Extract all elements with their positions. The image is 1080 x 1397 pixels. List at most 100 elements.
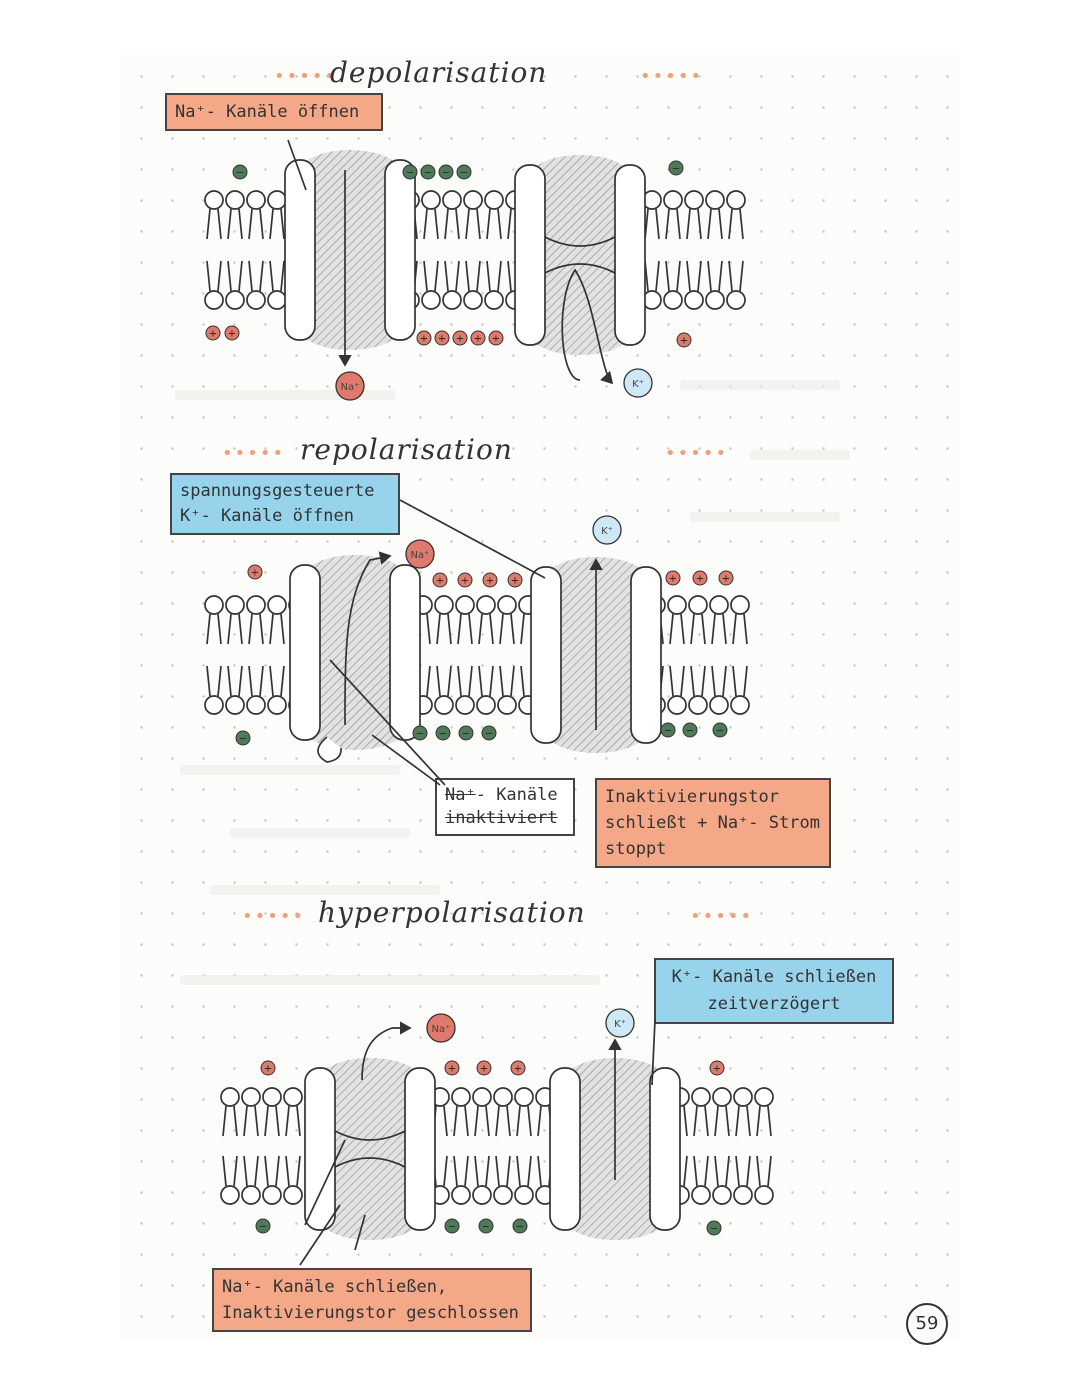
negative-ion — [458, 725, 474, 741]
phospholipid-head — [262, 1087, 282, 1107]
phospholipid-tail — [248, 260, 264, 292]
bleed-through-text — [750, 450, 850, 460]
ion-label-text: Na⁺ — [411, 550, 430, 561]
bleed-through-text — [175, 390, 395, 400]
phospholipid-head — [484, 190, 504, 210]
na-path-arrow — [344, 551, 392, 726]
phospholipid-tail — [465, 260, 481, 292]
phospholipid-head — [442, 290, 462, 310]
inactivation-gate — [317, 736, 342, 763]
phospholipid-head — [262, 1185, 282, 1205]
ion-charge-sign: − — [664, 726, 672, 737]
na-inactive-line-1: Na⁺- Kanäle — [445, 784, 565, 807]
phospholipid-head — [476, 695, 496, 715]
ion-charge-sign: − — [516, 1222, 524, 1233]
phospholipid-head — [455, 595, 475, 615]
positive-ion — [444, 1060, 460, 1076]
phospholipid-head — [246, 595, 266, 615]
title-depolarisation: depolarisation — [330, 56, 548, 89]
phospholipid-tail — [222, 1105, 238, 1137]
ion-label-text: K⁺ — [614, 1019, 626, 1030]
phospholipid-head — [220, 1185, 240, 1205]
ion-charge-sign: + — [680, 336, 688, 347]
positive-ion — [510, 1060, 526, 1076]
k-label-line-1: spannungsgesteuerte — [180, 481, 375, 501]
inactivation-line-3: stoppt — [605, 839, 667, 859]
phospholipid-tail — [444, 260, 460, 292]
phospholipid-tail — [686, 260, 702, 292]
negative-ion — [420, 164, 436, 180]
ion-charge-sign: + — [696, 574, 704, 585]
phospholipid-head — [705, 290, 725, 310]
ion-label-text: K⁺ — [632, 379, 644, 390]
phospholipid-head — [204, 290, 224, 310]
ion-label-text: Na⁺ — [432, 1024, 451, 1035]
phospholipid-tail — [264, 1105, 280, 1137]
phospholipid-tail — [707, 260, 723, 292]
na-channels-inactivated-label: Na⁺- Kanäle inaktiviert — [435, 778, 575, 836]
phospholipid-head — [434, 595, 454, 615]
positive-ion — [476, 1060, 492, 1076]
phospholipid-head — [691, 1087, 711, 1107]
phospholipid-tail — [735, 1105, 751, 1137]
ion-charge-sign: + — [228, 329, 236, 340]
bleed-through-text — [690, 512, 840, 522]
ion-charge-sign: − — [236, 168, 244, 179]
title-dots-left: ••••• — [222, 443, 286, 464]
phospholipid-head — [283, 1185, 303, 1205]
phospholipid-head — [754, 1087, 774, 1107]
phospholipid-tail — [465, 208, 481, 240]
na-path-arrow — [361, 1021, 412, 1081]
inactivation-line-2: schließt + Na⁺- Strom — [605, 813, 820, 833]
positive-ion — [488, 330, 504, 346]
ion-label-circle — [426, 1013, 456, 1043]
phospholipid-head — [204, 695, 224, 715]
phospholipid-head — [730, 695, 750, 715]
negative-ion — [402, 164, 418, 180]
negative-ion — [512, 1218, 528, 1234]
ion-label-circle — [405, 539, 435, 569]
channel-protein-shading — [300, 555, 410, 750]
phospholipid-tail — [669, 665, 685, 697]
negative-ion — [435, 725, 451, 741]
phospholipid-head — [667, 695, 687, 715]
ion-charge-sign: − — [259, 1222, 267, 1233]
phospholipid-tail — [728, 260, 744, 292]
phospholipid-head — [246, 190, 266, 210]
phospholipid-head — [691, 1185, 711, 1205]
phospholipid-tail — [644, 208, 660, 240]
phospholipid-head — [733, 1185, 753, 1205]
positive-ion — [452, 330, 468, 346]
positive-ion — [507, 572, 523, 588]
phospholipid-tail — [665, 208, 681, 240]
phospholipid-head — [712, 1185, 732, 1205]
phospholipid-tail — [243, 1155, 259, 1187]
channel-subunit-right — [384, 159, 416, 341]
negative-ion — [255, 1218, 271, 1234]
ion-charge-sign: + — [264, 1064, 272, 1075]
channel-subunit-left — [289, 564, 321, 741]
ion-charge-sign: + — [514, 1064, 522, 1075]
phospholipid-head — [667, 595, 687, 615]
phospholipid-tail — [269, 613, 285, 645]
phospholipid-head — [421, 190, 441, 210]
phospholipid-head — [493, 1185, 513, 1205]
phospholipid-head — [246, 290, 266, 310]
phospholipid-tail — [499, 665, 515, 697]
ion-charge-sign: − — [406, 168, 414, 179]
phospholipid-head — [726, 290, 746, 310]
negative-ion — [438, 164, 454, 180]
phospholipid-head — [463, 190, 483, 210]
title-dots-right: ••••• — [690, 906, 754, 927]
phospholipid-head — [709, 695, 729, 715]
ion-charge-sign: + — [511, 576, 519, 587]
phospholipid-tail — [756, 1105, 772, 1137]
ion-charge-sign: + — [461, 576, 469, 587]
phospholipid-tail — [711, 613, 727, 645]
ion-charge-sign: + — [438, 334, 446, 345]
k-channels-close-label: K⁺- Kanäle schließen zeitverzögert — [654, 958, 894, 1024]
phospholipid-head — [204, 595, 224, 615]
phospholipid-tail — [436, 665, 452, 697]
phospholipid-head — [283, 1087, 303, 1107]
phospholipid-tail — [735, 1155, 751, 1187]
